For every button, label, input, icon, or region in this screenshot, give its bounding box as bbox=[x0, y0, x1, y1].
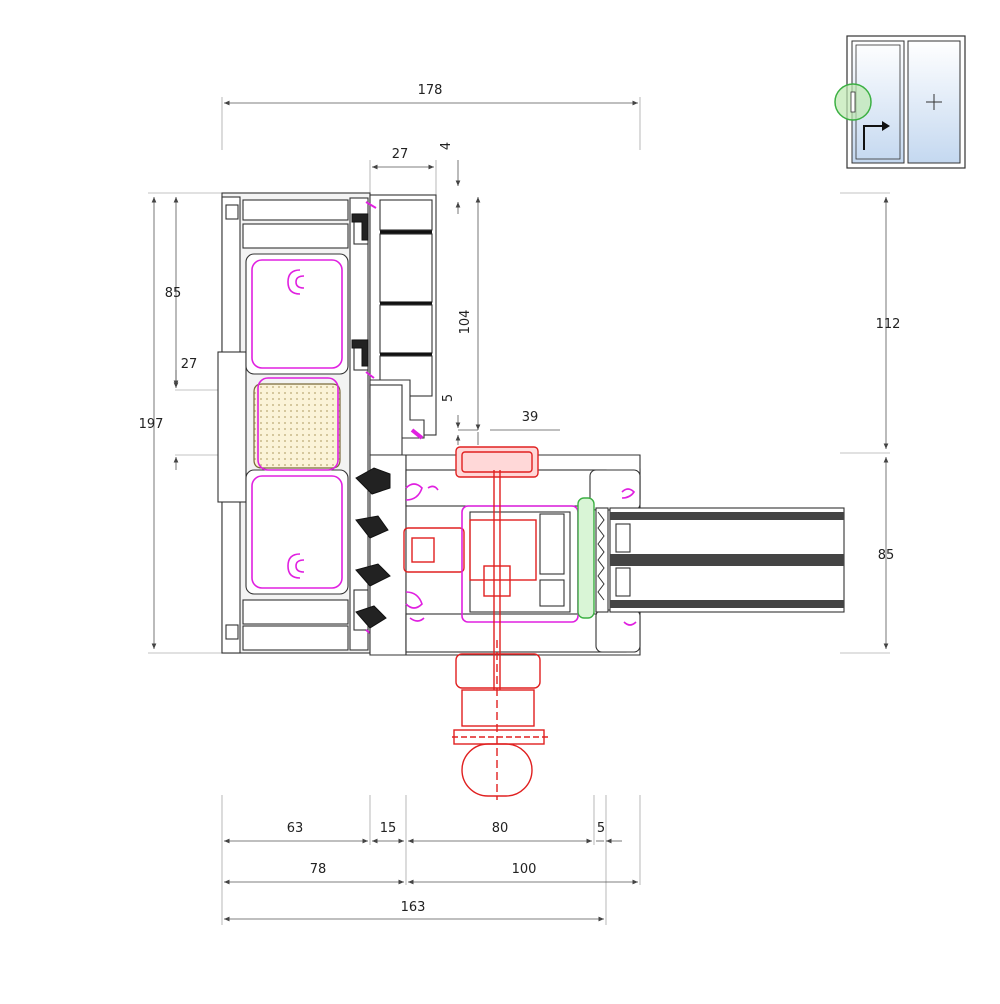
dim-sash-offset: 39 bbox=[522, 410, 539, 425]
handle-highlight-icon bbox=[834, 83, 872, 121]
dimension-lines bbox=[151, 100, 889, 922]
frame-profile bbox=[217, 192, 371, 654]
dim-bottom-80: 80 bbox=[492, 821, 509, 836]
extension-lines bbox=[148, 97, 890, 925]
dim-bottom-78: 78 bbox=[310, 862, 327, 877]
dim-top-small-a: 27 bbox=[392, 147, 409, 162]
plus-icon bbox=[926, 94, 942, 110]
dim-bottom-total: 163 bbox=[401, 900, 426, 915]
handle-mechanism bbox=[403, 446, 579, 800]
dim-top-small-b: 4 bbox=[439, 142, 454, 150]
dim-bottom-5: 5 bbox=[597, 821, 605, 836]
upper-insert bbox=[351, 194, 437, 637]
sliding-window-thumbnail-icon bbox=[834, 35, 966, 169]
dim-bottom-15: 15 bbox=[380, 821, 397, 836]
dim-left-small: 27 bbox=[181, 357, 198, 372]
dim-mid-gap: 5 bbox=[441, 394, 456, 402]
dim-mid-vertical: 104 bbox=[458, 310, 473, 335]
dimension-labels: 178 27 4 197 85 27 104 5 39 112 85 63 15… bbox=[139, 83, 901, 915]
dim-left-total: 197 bbox=[139, 417, 164, 432]
dim-bottom-63: 63 bbox=[287, 821, 304, 836]
glazing bbox=[577, 488, 845, 626]
dim-bottom-100: 100 bbox=[512, 862, 537, 877]
dim-top-overall: 178 bbox=[418, 83, 443, 98]
dim-left-upper: 85 bbox=[165, 286, 182, 301]
dim-right-lower: 85 bbox=[878, 548, 895, 563]
arrow-icon bbox=[863, 121, 890, 150]
dim-right-upper: 112 bbox=[876, 317, 901, 332]
